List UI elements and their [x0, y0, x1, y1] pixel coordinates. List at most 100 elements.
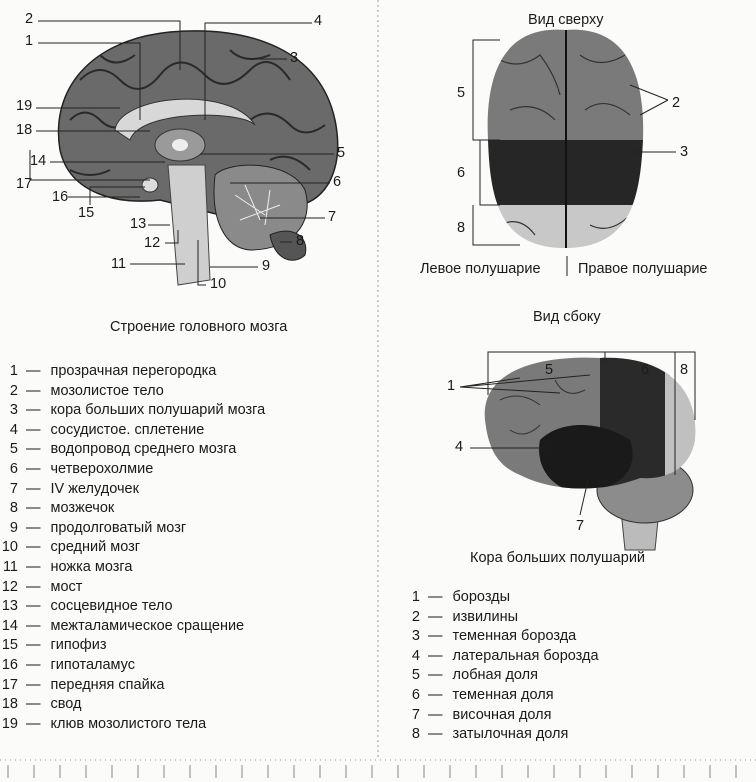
legend-number: 12	[1, 578, 18, 595]
legend-item: 5 — лобная доля	[398, 666, 599, 686]
right-hemisphere-label: Правое полушарие	[578, 261, 708, 277]
legend-dash: —	[26, 637, 41, 654]
legend-item: 11—ножка мозга	[0, 558, 265, 578]
legend-number: 1	[411, 589, 420, 605]
legend-dash: —	[26, 382, 41, 399]
legend-number: 8	[9, 500, 18, 517]
legend-number: 17	[1, 676, 18, 693]
legend-dash: —	[26, 598, 41, 615]
legend-number: 1	[9, 363, 18, 379]
legend-text: височная доля	[452, 706, 552, 723]
legend-dash: —	[428, 628, 443, 645]
legend-dash: —	[26, 363, 41, 379]
legend-number: 15	[1, 637, 18, 654]
legend-dash: —	[428, 589, 443, 605]
legend-text: средний мозг	[50, 539, 141, 556]
legend-text: кора больших полушарий мозга	[50, 402, 266, 419]
label-13: 13	[130, 216, 147, 232]
legend-item: 3—кора больших полушарий мозга	[0, 401, 265, 421]
legend-number: 16	[1, 656, 18, 673]
legend-dash: —	[26, 696, 41, 713]
side-label-1: 1	[447, 378, 456, 394]
legend-item: 8 — мозжечок	[0, 499, 265, 519]
cortex-caption: Кора больших полушарий	[470, 550, 646, 566]
side-label-8: 8	[680, 362, 689, 378]
legend-number: 6	[9, 460, 18, 477]
legend-text: мозолистое тело	[50, 382, 164, 399]
legend-dash: —	[26, 519, 41, 536]
legend-dash: —	[428, 608, 443, 625]
label-16: 16	[52, 189, 69, 205]
label-17: 17	[16, 176, 33, 192]
label-14: 14	[30, 153, 47, 169]
legend-text: затылочная доля	[452, 726, 569, 743]
top-view-brain-image	[487, 29, 644, 248]
legend-number: 3	[411, 628, 420, 645]
legend-dash: —	[428, 686, 443, 703]
legend-item: 13—сосцевидное тело	[0, 597, 265, 617]
legend-dash: —	[26, 617, 41, 634]
legend-number: 2	[9, 382, 18, 399]
legend-number: 10	[1, 539, 18, 556]
legend-item: 4—латеральная борозда	[398, 647, 599, 667]
legend-number: 8	[411, 726, 420, 743]
legend-item: 12—мост	[0, 578, 265, 598]
legend-text: сосцевидное тело	[50, 598, 173, 615]
legend-number: 18	[1, 696, 18, 713]
side-label-6: 6	[641, 362, 650, 378]
sagittal-leader-lines	[29, 20, 334, 286]
legend-item: 6—четверохолмие	[0, 460, 265, 480]
legend-dash: —	[26, 500, 41, 517]
legend-text: свод	[50, 696, 82, 713]
legend-item: 17—передняя спайка	[0, 676, 265, 696]
legend-dash: —	[26, 441, 41, 458]
legend-text: борозды	[452, 589, 511, 605]
label-3: 3	[290, 50, 299, 66]
top-view-title: Вид сверху	[528, 12, 604, 28]
legend-dash: —	[428, 726, 443, 743]
side-label-5: 5	[545, 362, 554, 378]
legend-number: 2	[411, 608, 420, 625]
top-label-8: 8	[457, 220, 466, 236]
label-11: 11	[111, 256, 127, 272]
legend-item: 1—прозрачная перегородка	[0, 362, 265, 382]
top-label-2: 2	[672, 95, 681, 111]
label-8: 8	[296, 233, 305, 249]
legend-dash: —	[26, 676, 41, 693]
legend-dash: —	[26, 460, 41, 477]
label-18: 18	[16, 122, 33, 138]
legend-item: 1 — борозды	[398, 588, 599, 608]
legend-number: 6	[411, 686, 420, 703]
legend-number: 7	[411, 706, 420, 723]
legend-dash: —	[26, 539, 41, 556]
side-label-4: 4	[455, 439, 464, 455]
label-7: 7	[328, 209, 337, 225]
legend-text: лобная доля	[452, 667, 538, 684]
label-2: 2	[25, 11, 34, 27]
legend-text: сосудистое. сплетение	[50, 421, 205, 438]
label-12: 12	[144, 235, 161, 251]
legend-item: 7—IV желудочек	[0, 480, 265, 500]
legend-dash: —	[26, 656, 41, 673]
legend-item: 3—теменная борозда	[398, 627, 599, 647]
legend-dash: —	[26, 480, 41, 497]
legend-item: 14—межталамическое сращение	[0, 617, 265, 637]
legend-item: 2 — мозолистое тело	[0, 382, 265, 402]
legend-item: 6—теменная доля	[398, 686, 599, 706]
legend-number: 3	[9, 402, 18, 419]
legend-number: 5	[411, 667, 420, 684]
legend-text: извилины	[452, 608, 519, 625]
legend-text: водопровод среднего мозга	[50, 441, 237, 458]
legend-item: 15—гипофиз	[0, 636, 265, 656]
label-1: 1	[25, 33, 34, 49]
legend-dash: —	[428, 667, 443, 684]
label-5: 5	[337, 145, 346, 161]
legend-dash: —	[428, 647, 443, 664]
sagittal-brain-image	[57, 30, 339, 286]
legend-text: мозжечок	[50, 500, 115, 517]
legend-dash: —	[26, 558, 41, 575]
top-label-5: 5	[457, 85, 466, 101]
legend-text: гипоталамус	[50, 656, 136, 673]
